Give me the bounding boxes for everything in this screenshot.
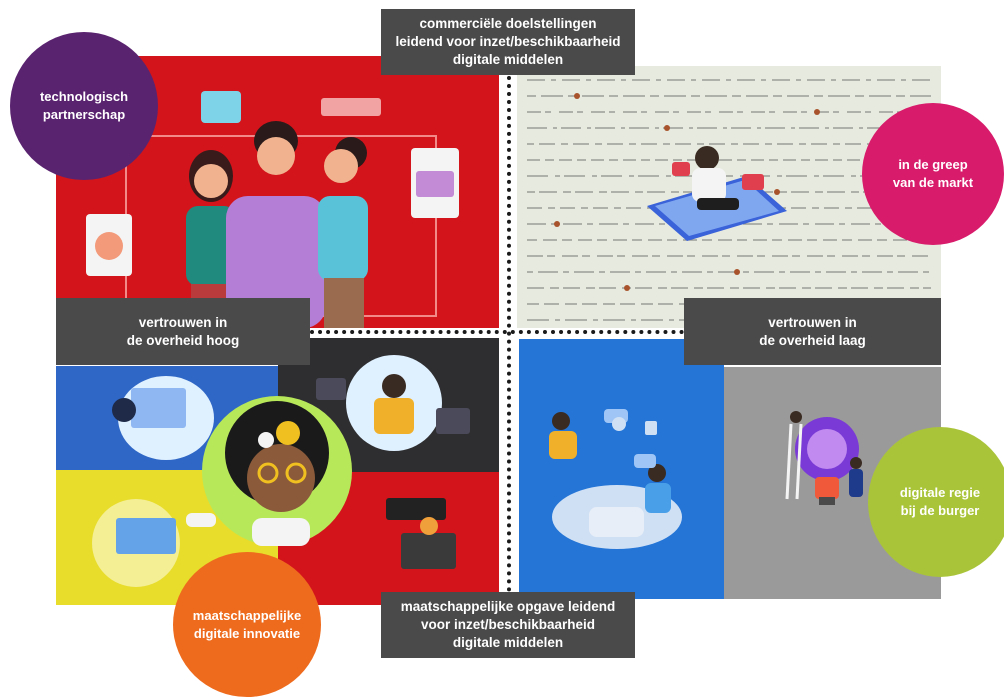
axis-right-line-2: de overheid laag	[759, 332, 866, 348]
circle-bottom-right-line-1: digitale regie	[899, 485, 981, 500]
quadrant-label-bottom-right: digitale regie bij de burger	[868, 427, 1004, 577]
axis-top-line-3: digitale middelen	[452, 52, 564, 67]
quadrant-label-top-right: in de greep van de markt	[862, 103, 1004, 245]
axis-bottom-line-3: digitale middelen	[452, 635, 564, 650]
circle-bottom-right-line-2: bij de burger	[900, 503, 980, 518]
innovation-illustration	[92, 355, 470, 587]
axis-label-bottom: maatschappelijke opgave leidend voor inz…	[381, 592, 635, 658]
axis-bottom-line-1: maatschappelijke opgave leidend	[400, 599, 616, 614]
axis-left-line-1: vertrouwen in	[138, 314, 228, 330]
circle-bottom-left-line-1: maatschappelijke	[192, 607, 302, 623]
axis-label-top: commerciële doelstellingen leidend voor …	[381, 9, 635, 75]
axis-left-line-2: de overheid hoog	[126, 332, 240, 348]
regie-illustration	[549, 409, 863, 549]
tile-blue-right	[519, 339, 724, 599]
quadrant-bottom-left	[56, 338, 499, 605]
circle-bottom-left-line-2: digitale innovatie	[193, 625, 301, 641]
divider-horizontal	[310, 330, 684, 334]
quadrant-label-top-left: technologisch partnerschap	[10, 32, 158, 180]
axis-top-line-1: commerciële doelstellingen	[419, 16, 597, 31]
circle-top-left-line-1: technologisch	[39, 89, 129, 104]
axis-label-right: vertrouwen in de overheid laag	[684, 298, 941, 365]
axis-label-left: vertrouwen in de overheid hoog	[56, 298, 310, 365]
circle-top-right-line-2: van de markt	[892, 175, 974, 190]
quadrant-top-left	[56, 56, 499, 328]
circle-top-right-line-1: in de greep	[898, 157, 968, 172]
quadrant-label-bottom-left: maatschappelijke digitale innovatie	[173, 552, 321, 697]
team-illustration	[86, 91, 459, 328]
axis-right-line-1: vertrouwen in	[768, 314, 857, 330]
axis-top-line-2: leidend voor inzet/beschikbaarheid	[395, 34, 621, 49]
axis-bottom-line-2: voor inzet/beschikbaarheid	[420, 617, 596, 632]
circle-top-left-line-2: partnerschap	[42, 107, 126, 122]
